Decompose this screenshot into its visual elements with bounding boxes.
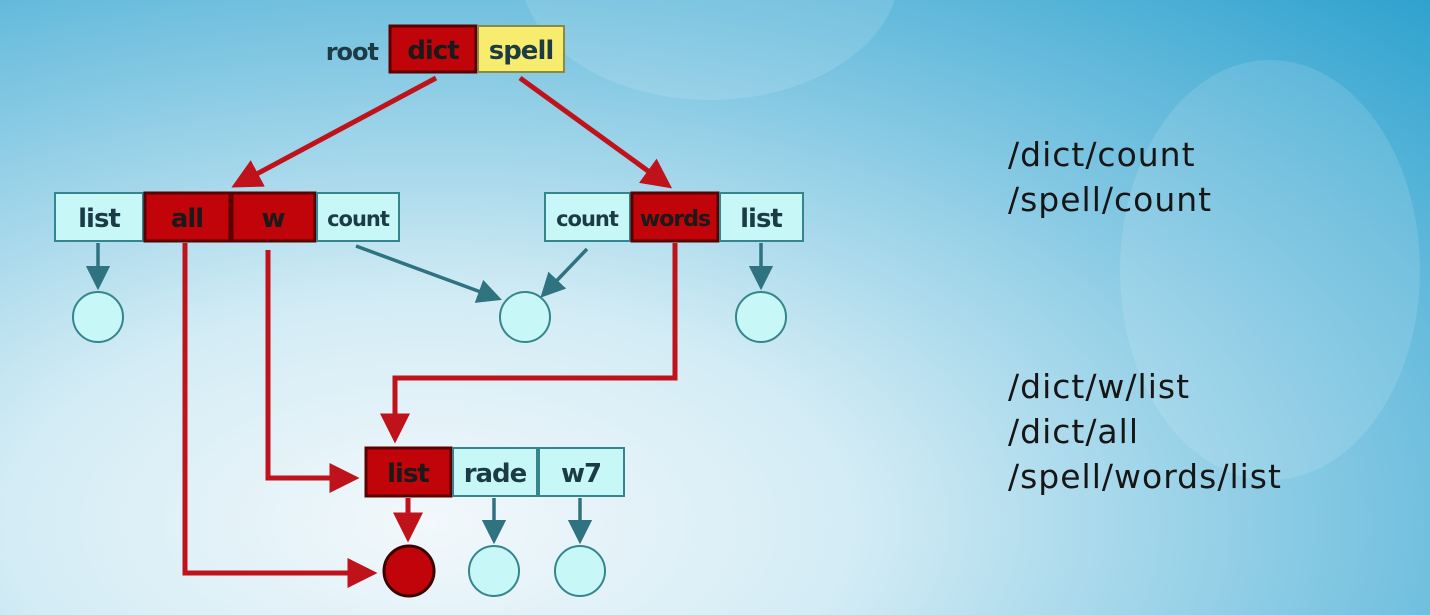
- root-cell-spell-label: spell: [489, 36, 554, 66]
- left-cell-list: [54, 192, 144, 242]
- paths-group-2: /dict/w/list /dict/all /spell/words/list: [1008, 364, 1282, 499]
- right-cell-count: [544, 192, 631, 242]
- arrow-words-to-bottom-node: [380, 243, 678, 444]
- teal-arrows: [85, 243, 774, 545]
- root-cell-spell: [477, 25, 565, 73]
- left-cell-w-label: w: [261, 204, 285, 234]
- left-node: list all w count: [54, 191, 400, 243]
- right-cell-count-label: count: [556, 207, 619, 231]
- left-cell-all: [143, 191, 232, 243]
- background-swirl: [1120, 60, 1420, 480]
- left-cell-count: [316, 192, 400, 242]
- path-text: /spell/words/list: [1008, 457, 1282, 496]
- root-cell-dict-label: dict: [407, 36, 459, 66]
- bottom-node: list rade w7: [364, 446, 625, 498]
- leaf-circle-w7: [554, 545, 606, 597]
- right-cell-words: [630, 191, 720, 243]
- tree-diagram: root dict spell list all w count count w…: [54, 24, 804, 598]
- path-text: /spell/count: [1008, 180, 1213, 219]
- arrow-spell-to-right-node: [518, 75, 673, 189]
- path-text: /dict/count: [1008, 135, 1196, 174]
- right-cell-list-label: list: [740, 204, 782, 234]
- bottom-cell-rade-label: rade: [464, 459, 527, 489]
- root-label: root: [326, 38, 379, 66]
- arrow-spell-count-to-leaf: [540, 247, 589, 298]
- leaf-circle-right-list: [735, 291, 787, 343]
- right-cell-list: [719, 192, 804, 242]
- bottom-cell-list-label: list: [387, 459, 429, 489]
- bottom-cell-list: [364, 446, 453, 498]
- bottom-cell-w7: [538, 447, 625, 497]
- path-text: /dict/w/list: [1008, 367, 1191, 406]
- left-cell-count-label: count: [327, 207, 390, 231]
- bottom-cell-rade: [452, 447, 538, 497]
- right-cell-words-label: words: [640, 207, 711, 232]
- root-node: dict spell: [388, 24, 565, 74]
- arrow-dict-to-left-node: [231, 75, 438, 188]
- bottom-cell-w7-label: w7: [561, 459, 601, 489]
- leaf-circle-count: [499, 291, 551, 343]
- right-node: count words list: [544, 191, 804, 243]
- path-text: /dict/all: [1008, 412, 1139, 451]
- arrow-w-to-bottom-node: [265, 250, 360, 493]
- arrow-dict-count-to-leaf: [355, 244, 502, 303]
- left-cell-all-label: all: [171, 204, 203, 234]
- left-cell-w: [230, 191, 317, 243]
- leaf-circle-rade: [468, 545, 520, 597]
- left-cell-list-label: list: [78, 204, 120, 234]
- leaf-circle-shared-red: [382, 544, 436, 598]
- paths-group-1: /dict/count /spell/count: [1008, 132, 1212, 222]
- red-arrows: [182, 75, 678, 588]
- arrow-all-to-shared-leaf: [182, 243, 378, 588]
- root-cell-dict: [388, 24, 478, 74]
- leaf-circle-left-list: [72, 291, 124, 343]
